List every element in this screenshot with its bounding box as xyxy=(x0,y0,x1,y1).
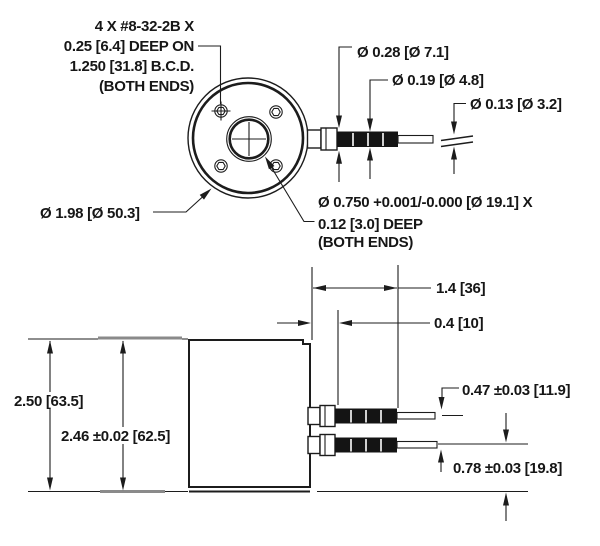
arrow-up xyxy=(451,146,457,160)
body-outline xyxy=(188,339,311,488)
strain-relief-dia-label: Ø 0.19 [Ø 4.8] xyxy=(392,72,484,89)
arrow-up xyxy=(336,150,342,164)
mounting-hole-crosshair xyxy=(211,101,231,121)
arrow-left xyxy=(313,285,326,291)
mounting-hole-thread xyxy=(271,107,281,117)
lower-cable-connector xyxy=(307,433,438,457)
arrow-down xyxy=(503,429,509,443)
connector-hex-nut xyxy=(319,404,336,428)
cable-dia-label: Ø 0.13 [Ø 3.2] xyxy=(470,96,562,113)
strain-relief-dia-leader xyxy=(369,79,388,179)
arrow-up xyxy=(438,449,444,463)
bore-inner-circle xyxy=(228,118,270,160)
mounting-hole-thread xyxy=(216,161,226,171)
center-bore xyxy=(226,116,272,162)
lower-connector-height-label: 0.78 ±0.03 [19.8] xyxy=(453,460,562,477)
upper-cable-connector xyxy=(307,404,436,428)
arrow-left xyxy=(339,320,352,326)
body-dia-label: Ø 1.98 [Ø 50.3] xyxy=(40,205,140,222)
cable xyxy=(396,440,438,449)
arrow-diagonal xyxy=(199,188,212,200)
body-height-tol-label: 2.46 ±0.02 [62.5] xyxy=(61,428,170,445)
bolt-note-line2: 0.25 [6.4] DEEP ON xyxy=(64,38,194,55)
cable-break-symbol xyxy=(440,135,474,148)
mounting-hole xyxy=(214,159,228,173)
top-dim-extension-lines xyxy=(311,265,399,408)
connector-hex-nut xyxy=(320,127,338,151)
label-mask xyxy=(57,427,187,444)
connector-collar xyxy=(306,129,322,149)
connector-dia-leader xyxy=(338,46,352,182)
arrow-down xyxy=(120,477,126,491)
bore-note-line2: 0.12 [3.0] DEEP xyxy=(318,216,423,233)
front-cable-connector xyxy=(306,127,474,151)
bolt-note-line3: 1.250 [31.8] B.C.D. xyxy=(70,58,194,75)
cable xyxy=(397,134,434,144)
arrow-up xyxy=(367,147,373,161)
connector-hex-nut xyxy=(319,433,336,457)
arrow-right xyxy=(384,285,397,291)
bore-outer-circle xyxy=(226,116,272,162)
connector-collar xyxy=(307,435,321,455)
strain-relief-ridges xyxy=(350,439,382,452)
arrow-down xyxy=(438,397,445,410)
arrow-down xyxy=(451,121,457,135)
bolt-note-line4: (BOTH ENDS) xyxy=(99,78,194,95)
strain-relief-ridges xyxy=(350,410,382,423)
bore-note-line3: (BOTH ENDS) xyxy=(318,234,413,251)
bore-note-leader xyxy=(266,159,315,223)
arrow-up xyxy=(47,340,53,354)
front-view: 4 X #8-32-2B X 0.25 [6.4] DEEP ON 1.250 … xyxy=(40,18,562,251)
arrow-right xyxy=(298,320,311,326)
body-outer-circle xyxy=(187,77,309,199)
arrow-down xyxy=(47,477,53,491)
bolt-note-leader xyxy=(198,45,222,104)
side-view: 2.50 [63.5] 2.46 ±0.02 [62.5] 1.4 [36] 0… xyxy=(11,265,571,521)
arrow-up xyxy=(120,340,126,354)
arrow-diagonal xyxy=(265,156,275,170)
connector-dia-label: Ø 0.28 [Ø 7.1] xyxy=(357,44,449,61)
arrow-down xyxy=(336,115,342,128)
cable-dia-leader xyxy=(453,102,466,174)
connector-collar xyxy=(307,406,321,426)
arrow-down xyxy=(367,118,373,132)
strain-relief-ridges xyxy=(352,133,384,146)
arrow-up xyxy=(503,492,509,506)
body-height-label: 2.50 [63.5] xyxy=(14,393,84,410)
bore-crosshair xyxy=(232,122,266,156)
cable xyxy=(396,411,436,420)
nut-length-label: 0.4 [10] xyxy=(434,315,484,332)
connector-length-label: 1.4 [36] xyxy=(436,280,486,297)
connector-spacing-label: 0.47 ±0.03 [11.9] xyxy=(462,382,571,399)
label-mask xyxy=(11,392,92,409)
spacing-dim-lines xyxy=(440,387,459,472)
body-inner-circle xyxy=(191,81,305,195)
mounting-hole xyxy=(269,105,283,119)
body-dia-leader xyxy=(153,191,209,213)
bolt-note-line1: 4 X #8-32-2B X xyxy=(95,18,194,35)
bore-note-line1: Ø 0.750 +0.001/-0.000 [Ø 19.1] X xyxy=(318,194,533,211)
